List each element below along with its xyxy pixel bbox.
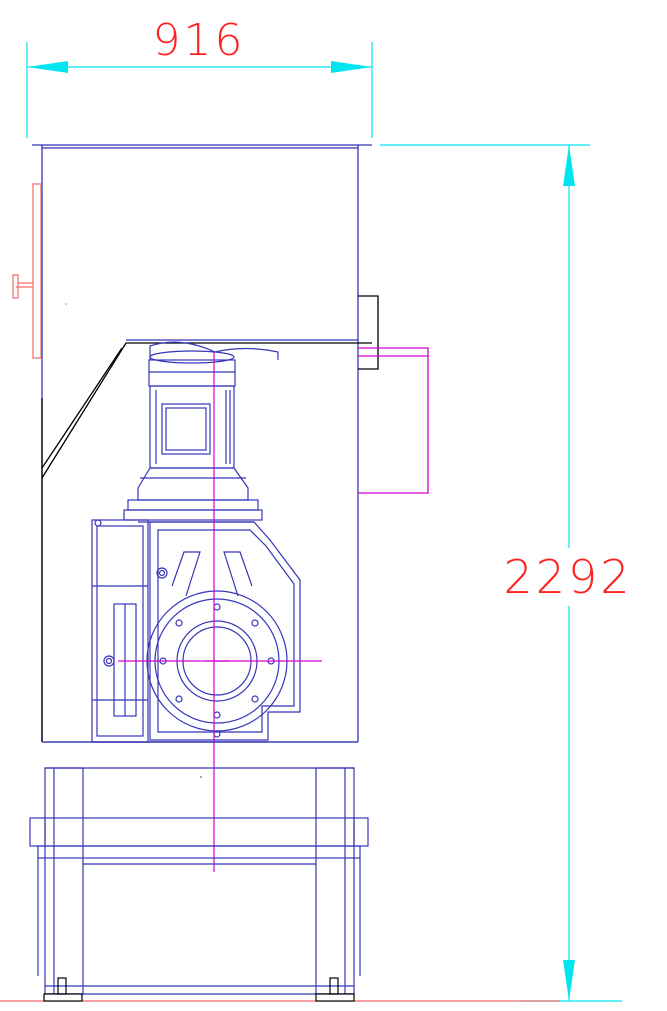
gearbox-body [149,521,301,741]
flange-bolt-s [213,711,221,719]
flange-bolt-nw [175,619,183,627]
bolt-left-lower-inner [105,657,113,665]
flange-bolt-sw [175,695,183,703]
left-housing-inner [96,525,144,737]
motor-cap-top [149,350,235,364]
slope-inner [41,347,123,469]
motor-body [149,385,235,469]
sloped-plate [41,295,379,742]
bolt-left-mid [156,567,168,579]
handle-plate [32,183,42,359]
flange-bolt-se [251,695,259,703]
terminal-box-inner [165,407,207,451]
foot-left-stem [57,977,67,995]
width-dimension-label: 916 [153,15,246,66]
slope-outer [41,342,372,479]
motor-adapter [137,467,249,501]
rib-left [171,551,201,597]
height-dimension-label: 2292 [503,550,632,604]
stand [29,741,369,995]
foot-right-stem [329,977,339,995]
side-chute-outline [358,347,429,494]
motor-head [148,359,236,387]
handle-grip [12,274,19,299]
foot-left-base [43,993,83,1002]
marker-dot-2 [200,776,202,778]
foot-right-base [315,993,355,1002]
adapter-flange [127,499,259,511]
bolt-left-lower [103,655,115,667]
flange-bolt-ne [251,619,259,627]
cross-beam-upper [29,817,369,847]
side-handle [12,183,42,359]
left-housing [91,519,149,743]
feet [43,977,355,1002]
bolt-left-upper [94,519,102,527]
height-arrow-bottom [563,960,575,1001]
width-arrow-left [27,61,68,73]
right-outlet-box [358,295,379,370]
adapter-flange-2 [123,509,263,521]
gearbox [91,519,301,743]
gearbox-body-inner [157,529,295,733]
housing [32,144,372,743]
motor [123,341,279,523]
width-dimension [26,42,373,138]
centerlines [118,352,322,872]
width-arrow-right [331,61,372,73]
terminal-box [161,403,211,455]
bolt-left-mid-inner [158,569,166,577]
leg-right [315,767,355,995]
marker-dot-1 [65,303,67,305]
flange-bolt-n [213,603,221,611]
side-chute [358,347,429,494]
rib-right [223,551,253,597]
height-arrow-top [563,145,575,186]
leg-left [44,767,84,995]
cross-beam-lower [37,845,361,859]
